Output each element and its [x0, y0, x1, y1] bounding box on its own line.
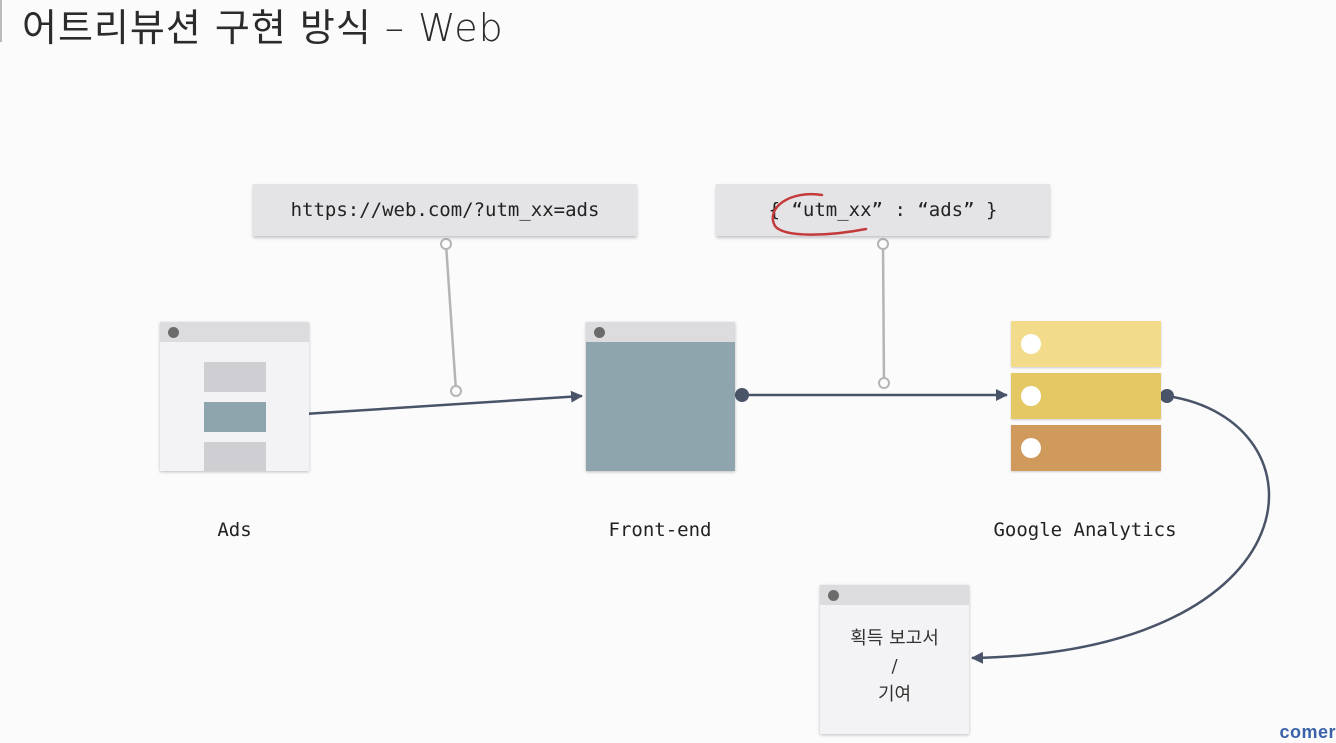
arrow-ads-to-frontend [272, 390, 583, 418]
analytics-layer-middle [1011, 373, 1161, 419]
left-edge-rule [0, 0, 2, 42]
slide-title: 어트리뷰션 구현 방식 – Web [22, 6, 504, 50]
frontend-window [586, 322, 735, 471]
frontend-label: Front-end [608, 519, 712, 541]
ad-placeholder-highlighted [204, 402, 266, 432]
arrow-analytics-origin-dot [1160, 389, 1174, 403]
json-connector-line [881, 243, 886, 384]
window-dot-icon [594, 327, 605, 338]
ads-label: Ads [217, 519, 252, 541]
frontend-window-titlebar [586, 322, 735, 342]
brand-watermark: comer [1279, 722, 1336, 742]
analytics-layer-bottom [1011, 425, 1161, 471]
arrow-analytics-to-report [971, 394, 1271, 664]
ads-window [160, 322, 309, 471]
url-parameter-text: https://web.com/?utm_xx=ads [290, 199, 600, 221]
url-connector-line [444, 243, 458, 392]
window-dot-icon [168, 327, 179, 338]
window-dot-icon [828, 590, 839, 601]
ad-placeholder-bottom [204, 442, 266, 471]
layer-dot-icon [1021, 386, 1041, 406]
frontend-window-body [586, 342, 735, 471]
url-connector-top-pin [440, 238, 452, 250]
layer-dot-icon [1021, 334, 1041, 354]
arrow-frontend-origin-dot [735, 388, 749, 402]
url-connector-bottom-pin [450, 385, 462, 397]
report-line-separator: / [891, 656, 898, 677]
ads-window-titlebar [160, 322, 309, 342]
analytics-label: Google Analytics [993, 519, 1177, 541]
url-parameter-box: https://web.com/?utm_xx=ads [253, 184, 637, 236]
report-line-acquisition: 획득 보고서 [850, 628, 939, 649]
ad-placeholder-top [204, 362, 266, 392]
json-connector-top-pin [877, 238, 889, 250]
layer-dot-icon [1021, 438, 1041, 458]
json-parameter-box: { “utm_xx” : “ads” } [716, 184, 1050, 236]
report-window-titlebar [820, 585, 969, 605]
report-line-attribution: 기여 [877, 684, 912, 705]
report-window: 획득 보고서 / 기여 [820, 585, 969, 734]
json-connector-bottom-pin [878, 377, 890, 389]
report-window-text: 획득 보고서 / 기여 [820, 625, 969, 709]
analytics-layer-top [1011, 321, 1161, 367]
red-pen-stroke [771, 192, 868, 236]
